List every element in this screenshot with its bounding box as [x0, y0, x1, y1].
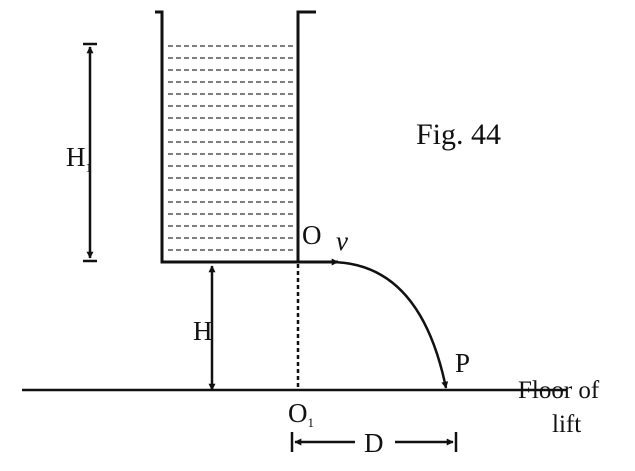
- point-p-label: P: [455, 348, 470, 378]
- floor-label-line1: Floor of: [518, 377, 600, 404]
- d-label: D: [364, 428, 384, 458]
- point-o1-label: O1: [288, 398, 314, 430]
- point-o-label: O: [302, 220, 322, 250]
- h1-label: H1: [66, 142, 92, 175]
- water-fill: [168, 45, 294, 251]
- h-label: H: [193, 316, 213, 346]
- tank-outline: [155, 10, 316, 264]
- figure-caption: Fig. 44: [416, 118, 501, 151]
- jet-trajectory: [329, 260, 449, 389]
- velocity-label: v: [336, 226, 348, 256]
- floor-label-line2: lift: [552, 411, 581, 438]
